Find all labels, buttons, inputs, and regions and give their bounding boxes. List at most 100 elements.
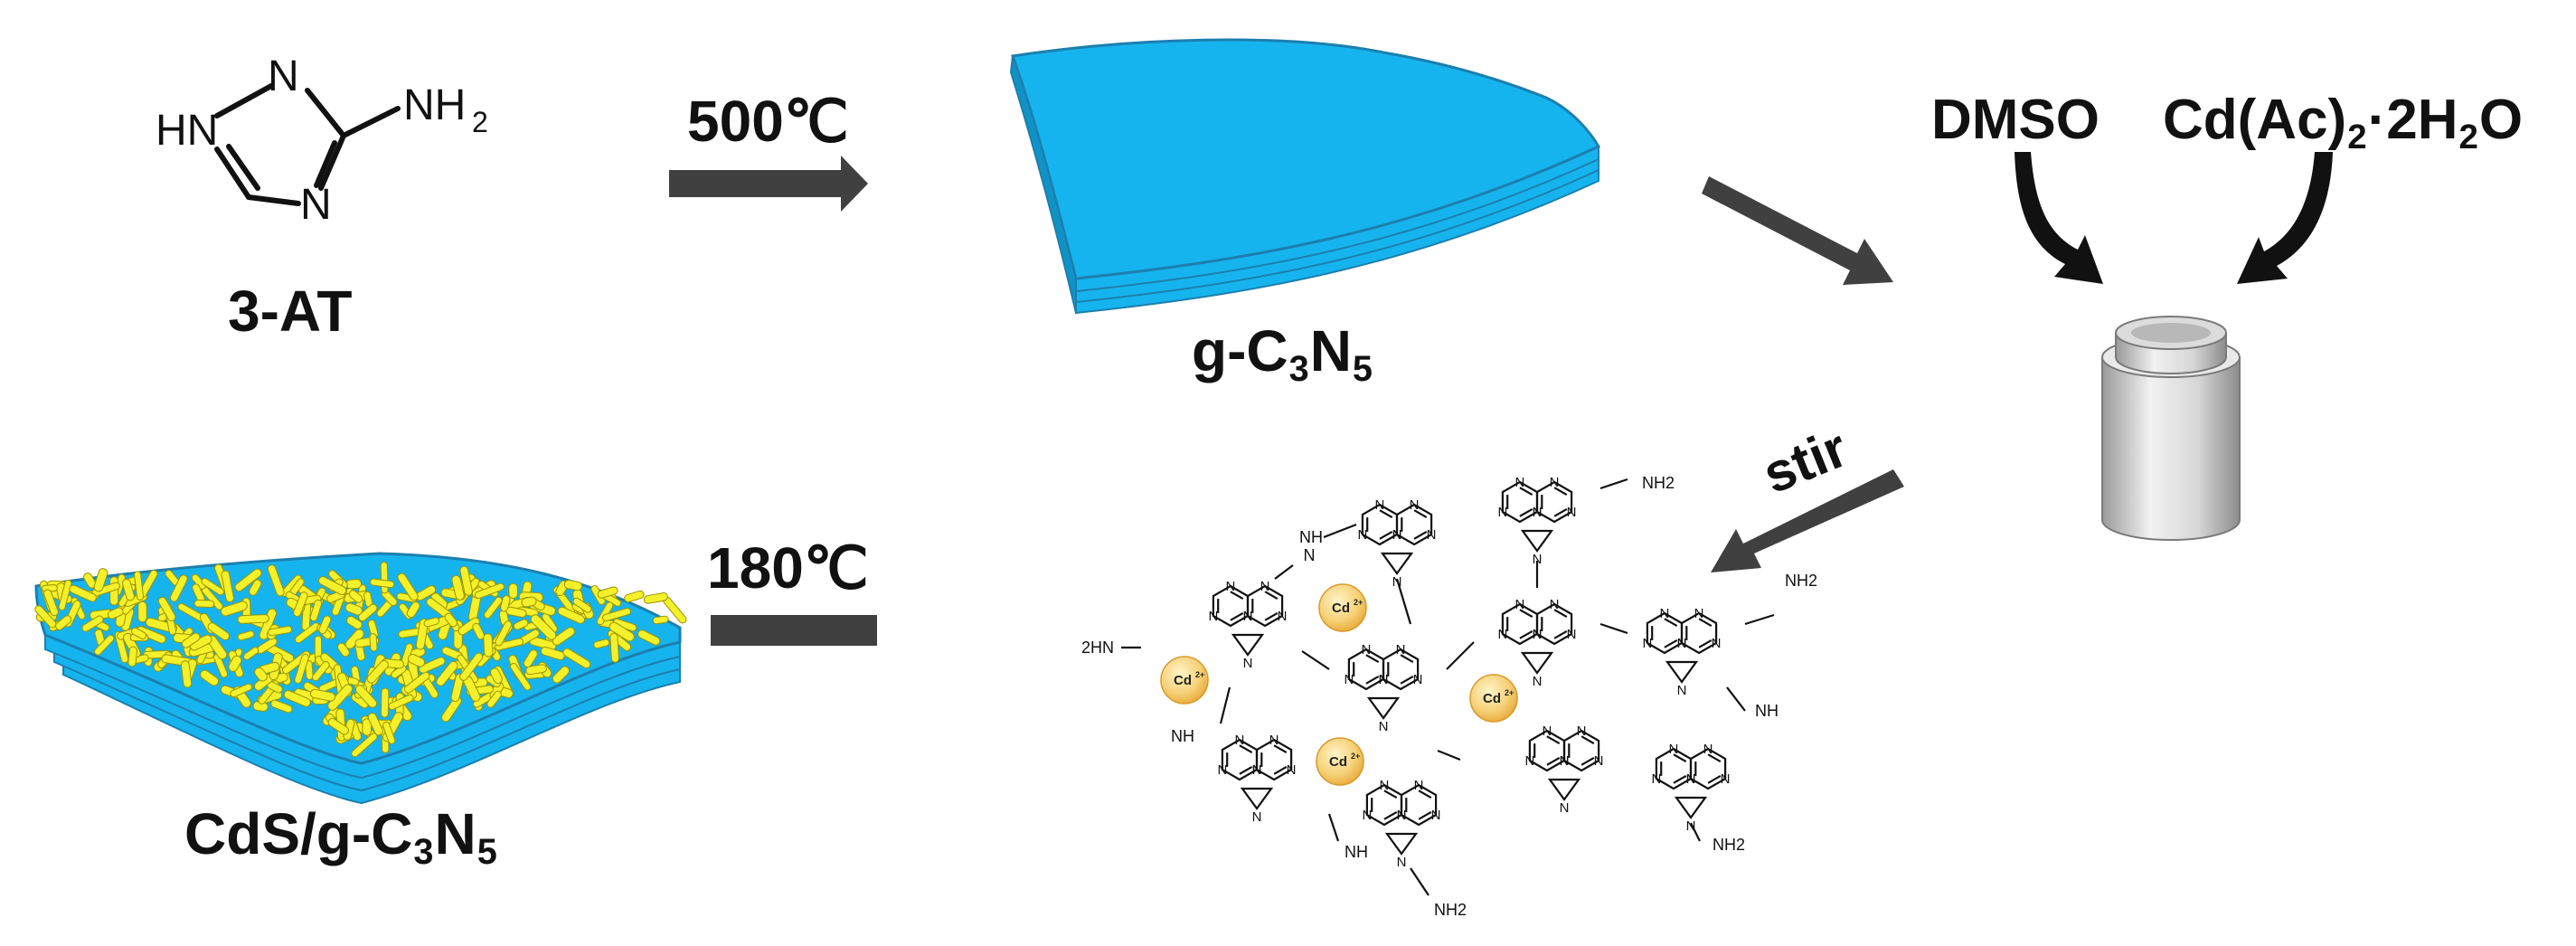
ring-n-atom: N (1560, 800, 1570, 816)
cds-nanorod (181, 632, 201, 648)
cds-nanorod (423, 617, 440, 628)
ring-n-atom: N (1287, 762, 1297, 778)
label-g-c3n5: g-C3N5 (1192, 318, 1373, 390)
cds-nanorod (523, 649, 538, 668)
cd-ion (1160, 656, 1209, 705)
cds-nanorod (107, 607, 124, 620)
ring-n-atom: N (1497, 627, 1507, 642)
cds-nanorod (513, 619, 529, 630)
cds-nanorod (228, 655, 242, 672)
cds-nanorod (267, 564, 285, 597)
cds-nanorod (180, 660, 193, 688)
cds-nanorod (157, 596, 176, 622)
cds-nanorod (293, 591, 308, 618)
ring-n-atom: N (1374, 497, 1384, 513)
ring-n-atom: N (1344, 672, 1354, 687)
3-at-structure (214, 83, 401, 206)
cds-nanorod (495, 638, 524, 651)
cds-nanorod (221, 601, 248, 617)
cds-nanorod (652, 615, 669, 625)
cds-nanorod (207, 622, 231, 641)
cds-nanorod (305, 659, 314, 680)
cds-nanorod (367, 713, 383, 736)
ring-n-atom: N (1533, 505, 1543, 520)
cds-nanorod (254, 667, 268, 682)
ring-n-atom: N (1533, 674, 1543, 689)
cds-nanorod (403, 671, 430, 694)
ring-n-atom: N (1225, 579, 1235, 594)
curved-arrows (2015, 152, 2333, 284)
ring-n-atom: N (1413, 672, 1423, 687)
ring-n-atom: N (1357, 527, 1367, 543)
cd-ion-label: Cd (1174, 673, 1192, 688)
terminal-nh2: NH2 (1434, 901, 1467, 919)
cds-nanorod (483, 633, 494, 657)
label-3-at: 3-AT (228, 279, 353, 344)
cds-nanorod (309, 599, 323, 622)
cds-nanorod (593, 639, 610, 649)
ring-n-atom: N (1677, 636, 1687, 651)
ring-n-atom: N (1208, 609, 1218, 624)
cds-nanorod (406, 601, 420, 619)
label-dmso: DMSO (1931, 89, 2099, 151)
cds-nanorod (459, 652, 484, 681)
cds-nanorod (366, 659, 389, 684)
ring-n-atom: N (1703, 742, 1713, 757)
cds-nanorod (459, 565, 473, 596)
ring-n-atom: N (1410, 497, 1420, 513)
ring-n-atom: N (1533, 552, 1543, 567)
ring-n-atom: N (1533, 627, 1543, 642)
terminal-2hn: 2HN (1081, 639, 1114, 657)
cds-nanorod (562, 648, 591, 669)
cds-nanorod (348, 590, 363, 603)
g-c3n5-sheet (1009, 38, 1601, 315)
cds-nanorod (489, 667, 503, 685)
ring-n-atom: N (1252, 762, 1262, 778)
3-at-atom-n-bottom: N (300, 181, 332, 229)
cds-nanorod (436, 660, 458, 686)
label-180c: 180℃ (707, 535, 869, 601)
cds-nanorod (94, 634, 115, 656)
ring-n-atom: N (1668, 742, 1678, 757)
cds-nanorod (43, 589, 59, 617)
ring-n-atom: N (1686, 771, 1696, 787)
arrow-heat-500 (669, 156, 868, 212)
cds-nanorod (249, 579, 262, 596)
cds-nanorod (597, 586, 618, 599)
nh-linker: NH (1345, 843, 1368, 861)
cds-nanorod (509, 662, 532, 691)
cds-nanorod (69, 584, 97, 602)
3-at-atom-hn: HN (156, 107, 218, 155)
cd-ion-charge: 2+ (1195, 670, 1204, 679)
ring-n-atom: N (1651, 771, 1661, 787)
ring-n-atom: N (1397, 855, 1407, 870)
cds-nanorod (318, 576, 347, 596)
ring-n-atom: N (1497, 505, 1507, 520)
ring-n-atom: N (1721, 771, 1731, 787)
cds-nanorod (370, 578, 395, 589)
3-at-atoms: N HN N NH 2 (156, 52, 488, 229)
ring-n-atom: N (1243, 609, 1253, 624)
nh-linker: NH (1299, 528, 1323, 546)
terminal-nh2: NH2 (1785, 572, 1817, 590)
cds-nanorod (609, 632, 619, 663)
cds-nanorod (486, 690, 502, 708)
ring-n-atom: N (1414, 778, 1424, 793)
cds-nanorod (609, 621, 635, 642)
cds-nanorod (267, 625, 293, 637)
cds-nanorod (382, 721, 396, 744)
cd-ion-label: Cd (1483, 691, 1501, 706)
cds-nanorod (34, 605, 57, 629)
cds-nanorod (358, 603, 378, 622)
cds-nanorod (93, 568, 109, 592)
3-at-atom-nh-sub: 2 (472, 106, 488, 138)
ring-n-atom: N (1427, 527, 1437, 543)
ring-n-atom: N (1514, 475, 1524, 490)
ring-n-atom: N (1392, 527, 1402, 543)
cds-nanorod (458, 617, 480, 636)
ring-n-atom: N (1677, 683, 1687, 698)
cds-nanorod (221, 570, 234, 603)
